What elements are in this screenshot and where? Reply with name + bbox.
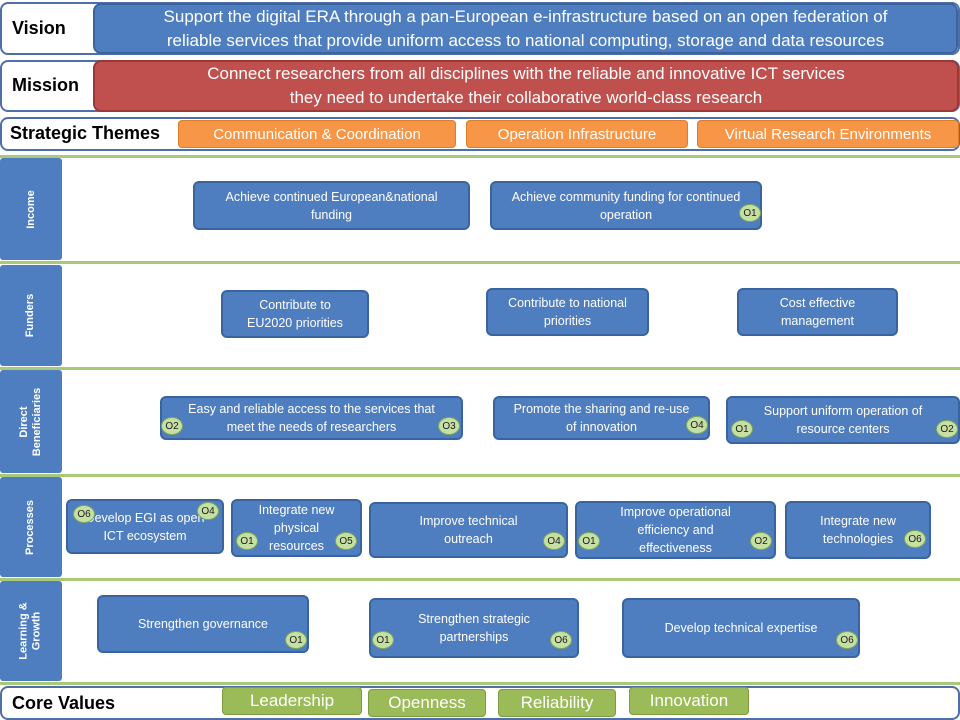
divider-funders (0, 367, 960, 370)
badge-o3: O3 (438, 417, 460, 435)
badge-o1: O1 (739, 204, 761, 222)
badge-o6: O6 (904, 530, 926, 548)
objective-sharing-reuse-innovation: Promote the sharing and re-use of innova… (493, 396, 710, 440)
objective-integrate-technologies: Integrate new technologies (785, 501, 931, 559)
badge-o6: O6 (73, 505, 95, 523)
objective-community-funding: Achieve community funding for continued … (490, 181, 762, 230)
core-values-label: Core Values (12, 693, 116, 713)
mission-statement: Connect researchers from all disciplines… (93, 60, 959, 112)
vision-statement: Support the digital ERA through a pan-Eu… (93, 3, 958, 54)
divider-processes (0, 578, 960, 581)
row-label-funders-text: Funders (24, 293, 37, 338)
row-label-funders: Funders (0, 265, 62, 366)
value-leadership: Leadership (222, 687, 362, 715)
badge-o1: O1 (236, 532, 258, 550)
divider-income (0, 261, 960, 264)
row-label-processes: Processes (0, 477, 62, 577)
objective-technical-outreach: Improve technical outreach (369, 502, 568, 558)
row-label-beneficiaries: Direct Beneficiaries (0, 370, 62, 473)
strategic-themes-label: Strategic Themes (10, 123, 161, 143)
objective-national-priorities: Contribute to national priorities (486, 288, 649, 336)
divider-learning (0, 682, 960, 685)
value-innovation: Innovation (629, 687, 749, 715)
badge-o2: O2 (161, 417, 183, 435)
row-label-beneficiaries-text: Direct Beneficiaries (18, 387, 44, 455)
mission-line-1: Connect researchers from all disciplines… (207, 64, 845, 83)
row-label-learning-line-2: Growth (30, 611, 43, 651)
objective-eu2020-priorities: Contribute to EU2020 priorities (221, 290, 369, 338)
divider-beneficiaries (0, 474, 960, 477)
badge-o2: O2 (750, 532, 772, 550)
badge-o4: O4 (686, 416, 708, 434)
value-reliability: Reliability (498, 689, 616, 717)
objective-european-national-funding: Achieve continued European&national fund… (193, 181, 470, 230)
badge-o1: O1 (731, 420, 753, 438)
vision-line-1: Support the digital ERA through a pan-Eu… (163, 6, 888, 26)
badge-o5: O5 (335, 532, 357, 550)
row-label-income: Income (0, 158, 62, 260)
badge-o6: O6 (836, 631, 858, 649)
badge-o1: O1 (372, 631, 394, 649)
theme-virtual-research-environments: Virtual Research Environments (697, 120, 959, 148)
badge-o2: O2 (936, 420, 958, 438)
value-openness: Openness (368, 689, 486, 717)
vision-line-2: reliable services that provide uniform a… (166, 30, 885, 50)
objective-strengthen-governance: Strengthen governance (97, 595, 309, 653)
mission-line-2: they need to undertake their collaborati… (289, 88, 763, 107)
row-label-learning: Learning & Growth (0, 581, 62, 681)
objective-technical-expertise: Develop technical expertise (622, 598, 860, 658)
objective-operational-efficiency: Improve operational efficiency and effec… (575, 501, 776, 559)
row-label-beneficiaries-line-1: Direct (18, 405, 31, 438)
theme-operation-infrastructure: Operation Infrastructure (466, 120, 688, 148)
mission-label: Mission (12, 75, 80, 95)
theme-communication: Communication & Coordination (178, 120, 456, 148)
vision-label: Vision (12, 18, 66, 38)
divider-top (0, 155, 960, 158)
badge-o1: O1 (285, 631, 307, 649)
row-label-learning-text: Learning & Growth (18, 602, 44, 659)
row-label-income-text: Income (24, 189, 37, 229)
objective-uniform-operation: Support uniform operation of resource ce… (726, 396, 960, 444)
badge-o1: O1 (578, 532, 600, 550)
row-label-processes-text: Processes (24, 499, 37, 555)
objective-cost-effective-management: Cost effective management (737, 288, 898, 336)
badge-o6: O6 (550, 631, 572, 649)
objective-easy-reliable-access: Easy and reliable access to the services… (160, 396, 463, 440)
row-label-beneficiaries-line-2: Beneficiaries (31, 387, 44, 456)
badge-o4: O4 (197, 502, 219, 520)
badge-o4: O4 (543, 532, 565, 550)
objective-strategic-partnerships: Strengthen strategic partnerships (369, 598, 579, 658)
row-label-learning-line-1: Learning & (17, 602, 30, 660)
